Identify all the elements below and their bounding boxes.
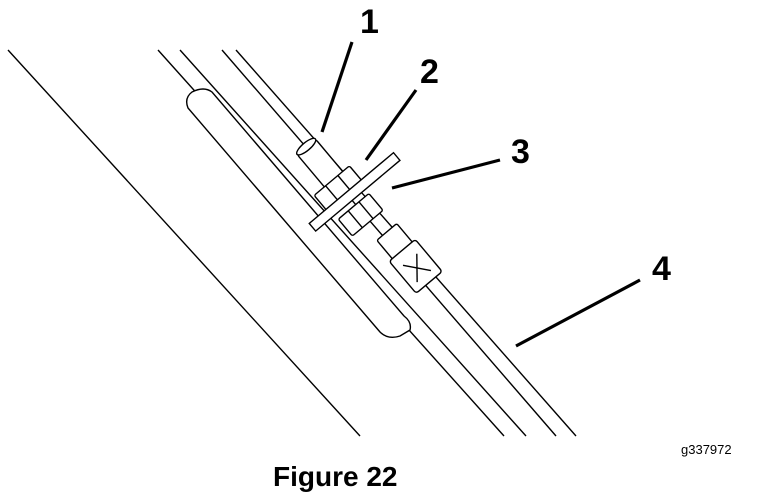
- leader-line-2: [364, 89, 418, 161]
- leader-line-3: [391, 158, 501, 190]
- graphic-code: g337972: [681, 442, 732, 457]
- figure-caption: Figure 22: [273, 461, 397, 492]
- callout-1: 1: [360, 3, 379, 41]
- cable-end-fitting: [295, 137, 346, 191]
- mounting-bracket: [308, 151, 401, 233]
- leader-line-4: [515, 278, 641, 348]
- frame-rail-inner: [179, 49, 527, 437]
- lower-nut: [338, 193, 383, 236]
- cable-ferrule: [376, 223, 442, 293]
- bracket-pad: [185, 88, 412, 339]
- callout-3: 3: [511, 133, 530, 171]
- callout-4: 4: [652, 250, 671, 288]
- leader-line-1: [320, 41, 354, 133]
- callout-2: 2: [420, 53, 439, 91]
- panel-edge-line: [7, 49, 361, 437]
